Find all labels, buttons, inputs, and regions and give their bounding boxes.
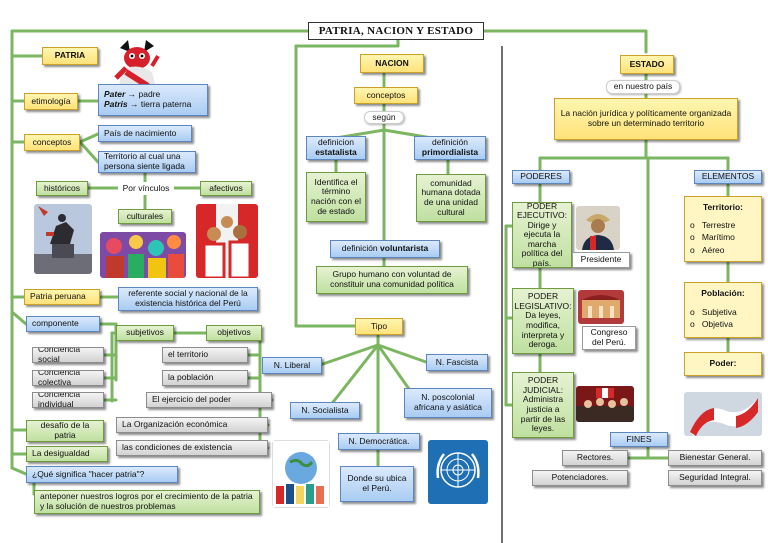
- judiciary-photo: [576, 386, 634, 422]
- historicos-box: históricos: [36, 181, 88, 196]
- dancers-image: [100, 232, 186, 278]
- pais-nacimiento-box: País de nacimiento: [98, 125, 192, 142]
- potenciadores-box: Potenciadores.: [532, 470, 628, 486]
- condiciones-existencia-box: las condiciones de existencia: [116, 440, 268, 456]
- main-title: PATRIA, NACION Y ESTADO: [308, 22, 484, 40]
- def-estatalista-bold: estatalista: [315, 147, 357, 157]
- referente-box: referente social y nacional de la existe…: [118, 287, 258, 311]
- pater-meaning: → padre: [125, 89, 161, 100]
- patris-word: Patris: [104, 99, 128, 109]
- rectores-box: Rectores.: [562, 450, 628, 466]
- elementos-box: ELEMENTOS: [694, 170, 762, 184]
- def-voluntarista-box: definición voluntarista: [330, 240, 440, 258]
- poblacion-item: o Subjetiva: [690, 307, 737, 317]
- por-vinculos-label: Por vínculos: [118, 182, 174, 195]
- conciencia-colectiva-box: Conciencia colectiva: [32, 370, 104, 386]
- poder-judicial-box: PODER JUDICIAL: Administra justicia a pa…: [512, 372, 574, 438]
- territorio-box: Territorio al cual una persona siente li…: [98, 151, 196, 173]
- territorio-item: o Aéreo: [690, 244, 725, 255]
- patria-title: PATRIA: [42, 47, 98, 65]
- culturales-box: culturales: [118, 209, 172, 224]
- n-democratica-box: N. Democrática.: [338, 433, 420, 450]
- patria-conceptos-label: conceptos: [24, 134, 80, 151]
- nacion-title: NACION: [360, 54, 424, 73]
- poblacion-title: Población:: [701, 288, 745, 298]
- territorio-list: o Terrestre o Marítimo o Aéreo: [690, 219, 735, 256]
- poder-element: Poder:: [684, 352, 762, 376]
- def-voluntarista-bold: voluntarista: [380, 243, 429, 254]
- n-fascista-box: N. Fascista: [426, 354, 488, 371]
- componente-box: componente: [26, 316, 100, 332]
- conciencia-individual-box: Conciencia individual: [32, 392, 104, 408]
- poder-legislativo-box: PODER LEGISLATIVO: Da leyes, modifica, i…: [512, 288, 574, 354]
- pater-word: Pater: [104, 89, 126, 100]
- estado-definicion-box: La nación jurídica y políticamente organ…: [554, 98, 738, 140]
- hacer-patria-box: ¿Qué significa "hacer patria"?: [26, 466, 178, 483]
- desigualdad-box: La desigualdad: [26, 446, 108, 462]
- n-socialista-box: N. Socialista: [290, 402, 360, 419]
- en-nuestro-pais-label: en nuestro país: [606, 80, 680, 94]
- etimologia-label: etimología: [24, 93, 78, 110]
- fines-box: FINES: [610, 432, 668, 447]
- territorio-item: o Marítimo: [690, 232, 735, 243]
- flags-globe-image: [272, 440, 330, 508]
- subjetivos-box: subjetivos: [116, 325, 174, 341]
- tipo-box: Tipo: [355, 318, 403, 335]
- def-primordialista-box: definición primordialista: [414, 136, 486, 160]
- afectivos-box: afectivos: [200, 181, 252, 196]
- conciencia-social-box: Conciencia social: [32, 347, 104, 363]
- def-primordialista-bold: primordialista: [421, 147, 479, 157]
- congress-photo: [578, 290, 624, 324]
- poblacion-item: o Objetiva: [690, 319, 733, 330]
- poderes-box: PODERES: [512, 170, 570, 184]
- presidente-label: Presidente: [572, 252, 630, 268]
- def-voluntarista-prefix: definición: [341, 243, 378, 254]
- poder-ejecutivo-box: PODER EJECUTIVO: Dirige y ejecuta la mar…: [512, 202, 572, 268]
- segun-label: según: [364, 111, 404, 124]
- organizacion-economica-box: La Organización económica: [116, 417, 268, 433]
- n-liberal-box: N. Liberal: [262, 357, 322, 374]
- poblacion-element: Población:: [684, 282, 762, 338]
- territorio-title: Territorio:: [703, 202, 743, 212]
- n-poscolonial-box: N. poscolonial africana y asiática: [404, 388, 492, 418]
- estado-title: ESTADO: [620, 55, 674, 74]
- territorio-element: Territorio:: [684, 196, 762, 262]
- estatalista-text-box: Identifica el término nación con el de e…: [306, 172, 366, 222]
- objetivos-box: objetivos: [206, 325, 262, 341]
- desafio-box: desafío de la patria: [26, 420, 104, 442]
- monument-image: [34, 204, 92, 274]
- def-estatalista-box: definicion estatalista: [306, 136, 366, 160]
- patris-meaning: → tierra paterna: [127, 99, 192, 109]
- la-poblacion-box: la población: [162, 370, 248, 386]
- seguridad-box: Seguridad Integral.: [668, 470, 762, 486]
- ejercicio-poder-box: El ejercicio del poder: [146, 392, 272, 408]
- grupo-humano-box: Grupo humano con voluntad de constituir …: [316, 266, 468, 294]
- bienestar-box: Bienestar General.: [668, 450, 762, 466]
- primordialista-text-box: comunidad humana dotada de una unidad cu…: [416, 174, 486, 222]
- patria-peruana-box: Patria peruana: [24, 289, 100, 305]
- congreso-label: Congreso del Perú.: [582, 326, 636, 350]
- un-emblem-icon: [428, 440, 488, 504]
- def-primordialista-prefix: definición: [432, 137, 468, 148]
- president-photo: [576, 206, 620, 250]
- territorio-item: o Terrestre: [690, 220, 736, 230]
- donde-su-box: Donde su ubica el Perú.: [340, 466, 414, 502]
- peru-flag-image: [684, 392, 762, 436]
- poblacion-list: o Subjetiva o Objetiva: [690, 306, 737, 331]
- etimologia-box: Pater → padre Patris → tierra paterna: [98, 84, 208, 116]
- el-territorio-box: el territorio: [162, 347, 248, 363]
- fans-image: [196, 204, 258, 278]
- anteponer-box: anteponer nuestros logros por el crecimi…: [34, 490, 260, 514]
- nacion-conceptos-box: conceptos: [354, 87, 418, 104]
- def-estatalista-prefix: definicion: [318, 137, 354, 148]
